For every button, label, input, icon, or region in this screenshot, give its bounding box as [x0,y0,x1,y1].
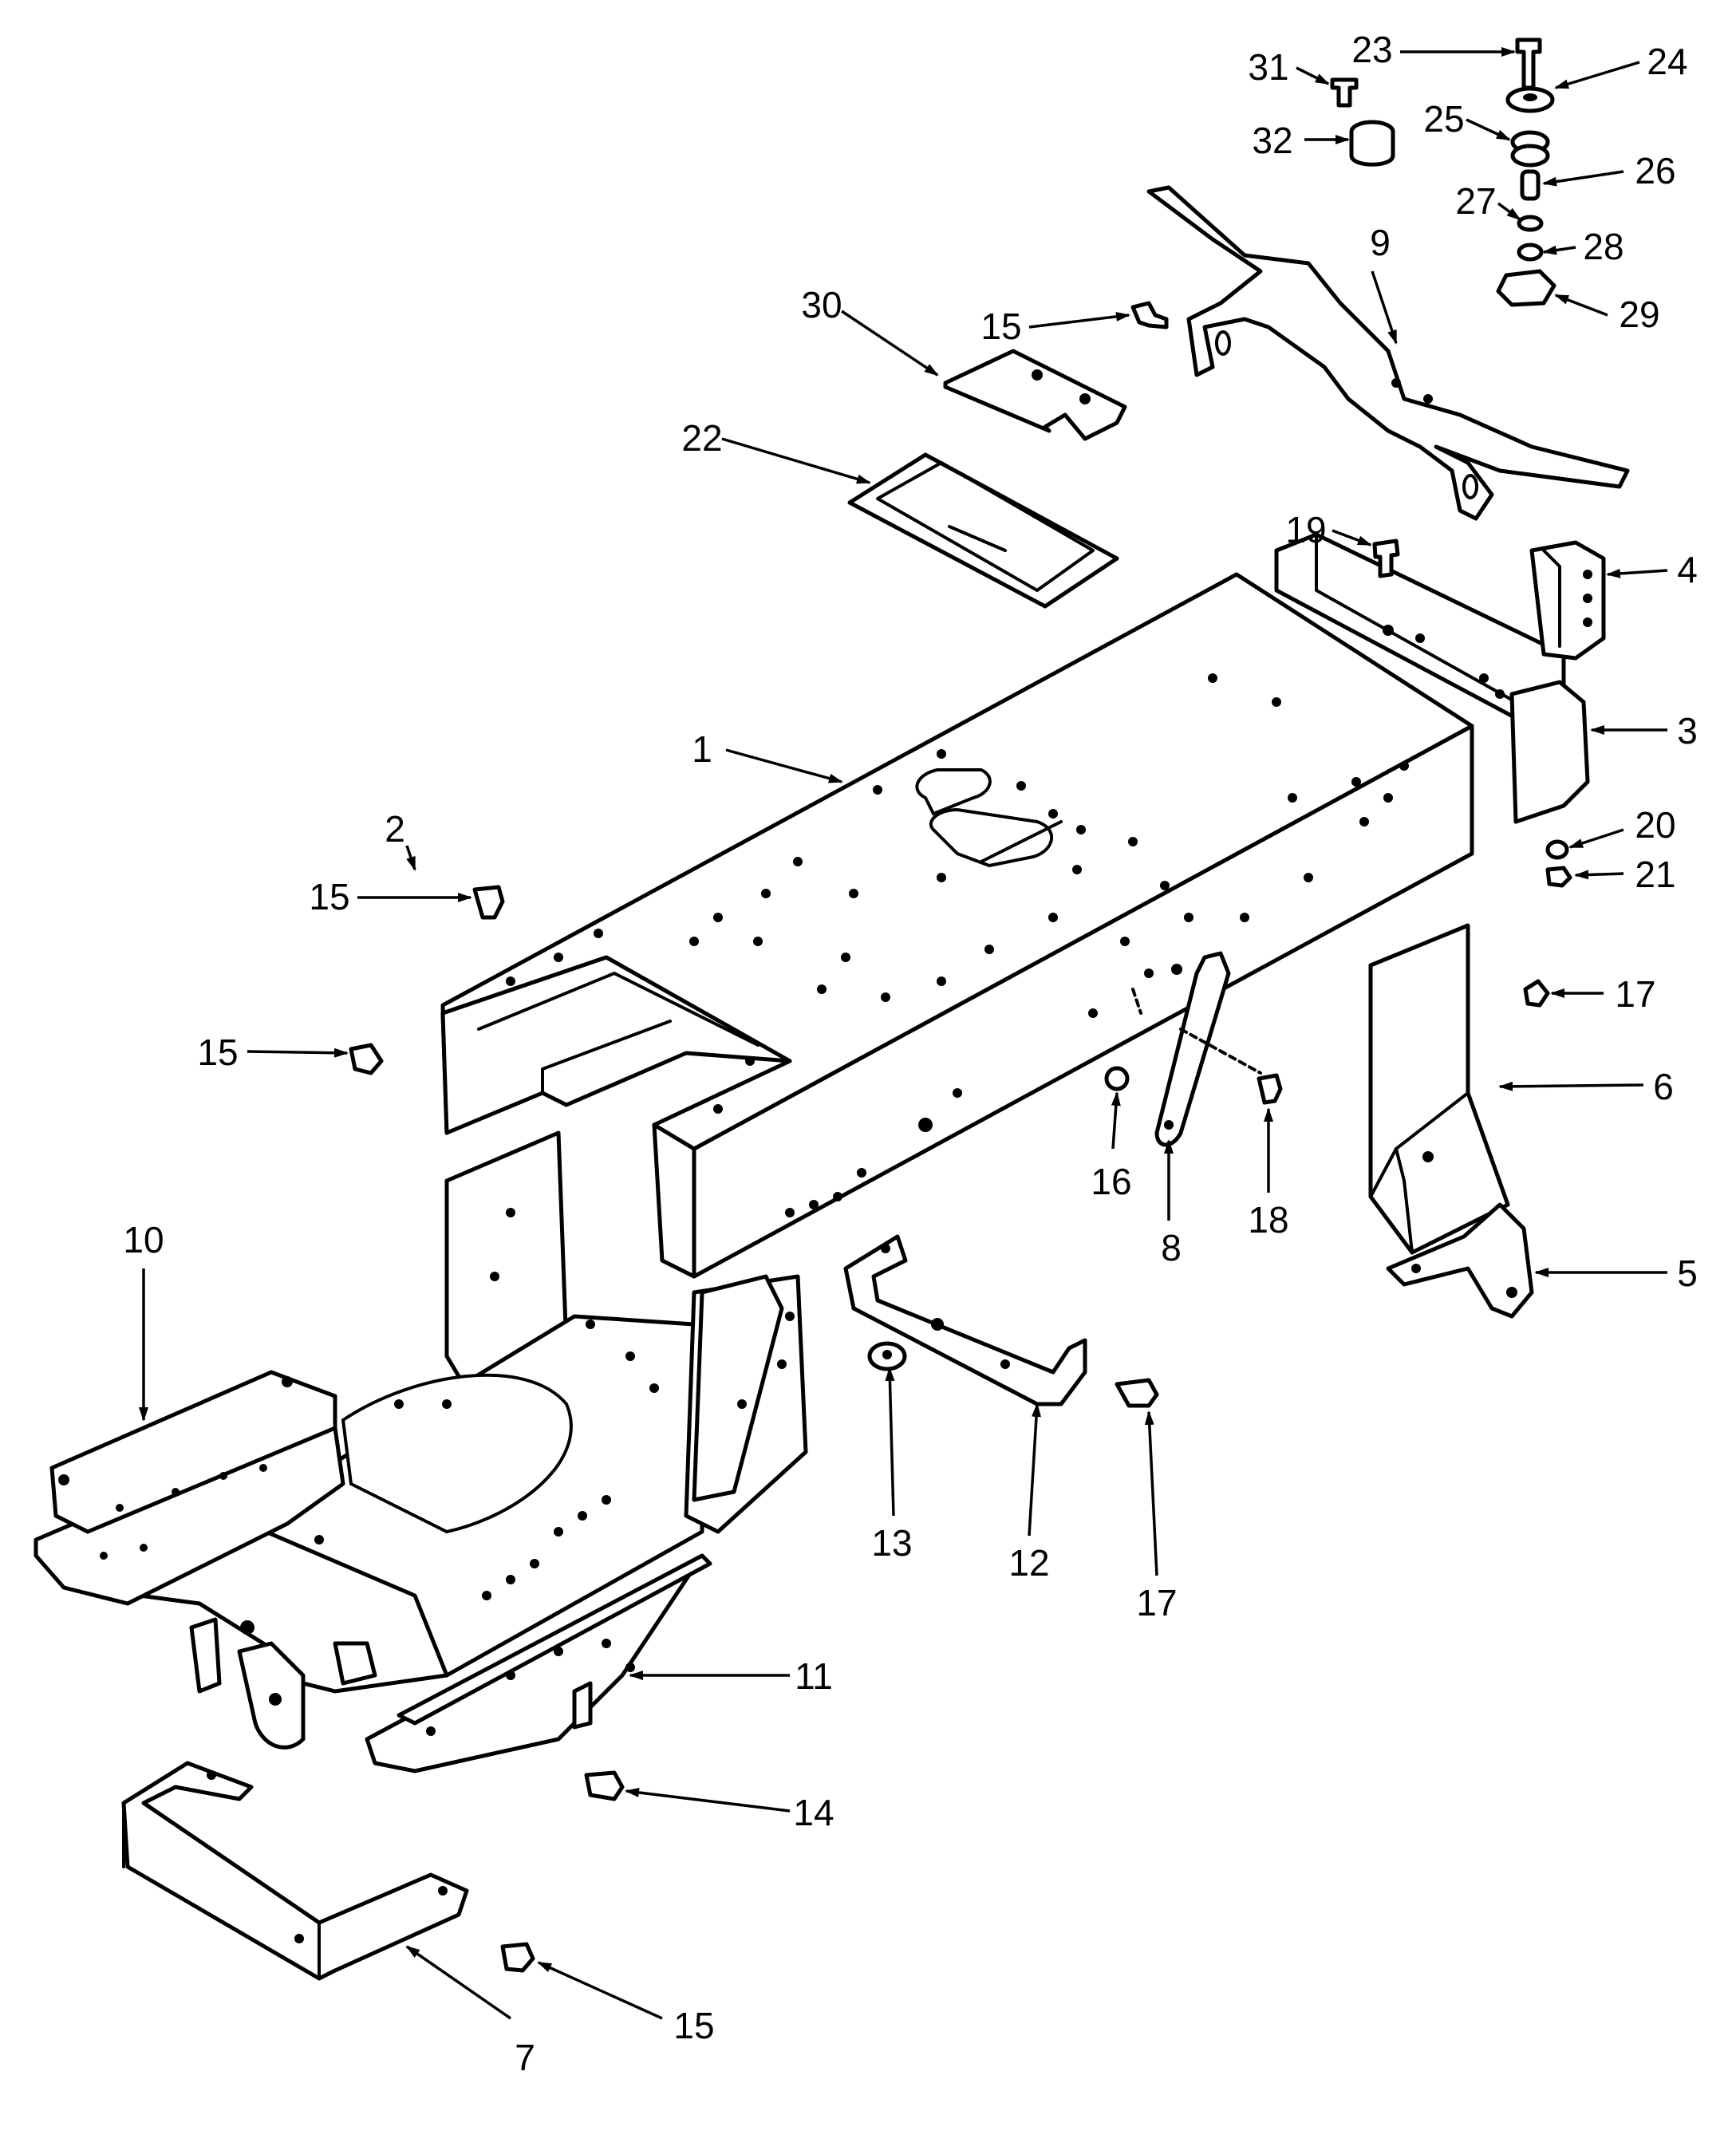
callout-9: 9 [1370,222,1391,263]
leader-lines [139,47,1668,2020]
callout-23: 23 [1351,29,1392,70]
callout-25: 25 [1423,98,1464,140]
callout-29: 29 [1619,294,1659,335]
axle-support [1146,185,1630,521]
callout-30: 30 [801,284,842,325]
callout-15-top: 15 [980,306,1021,347]
bracket-5 [1386,1202,1534,1319]
callout-15-left-upper: 15 [309,876,349,917]
hardware-stack [1130,37,1556,578]
callout-8: 8 [1161,1227,1182,1268]
callout-14: 14 [793,1792,834,1833]
callout-10: 10 [123,1219,164,1260]
callout-labels: 1 2 3 4 5 6 7 8 9 10 11 12 13 14 15 15 1… [123,29,1697,2078]
callout-16: 16 [1091,1161,1131,1202]
callout-11: 11 [795,1655,833,1697]
bracket-7 [121,1761,469,1981]
plate-22 [847,452,1119,609]
callout-18: 18 [1248,1199,1288,1241]
callout-7: 7 [515,2037,535,2078]
front-frame [137,1130,808,1750]
callout-5: 5 [1677,1253,1698,1294]
bracket-6 [1368,923,1510,1255]
callout-3: 3 [1677,710,1698,752]
callout-20: 20 [1635,804,1675,846]
callout-4: 4 [1677,549,1698,590]
callout-1: 1 [692,728,712,770]
callout-6: 6 [1653,1066,1674,1107]
bracket-10 [34,1370,345,1606]
plate-30 [943,349,1127,441]
callout-17-bottom: 17 [1136,1582,1177,1623]
callout-13: 13 [871,1522,912,1564]
callout-19: 19 [1285,509,1326,550]
callout-24: 24 [1647,41,1687,82]
bracket-12 [843,1234,1087,1406]
callout-17-right: 17 [1615,973,1655,1015]
callout-26: 26 [1635,150,1675,191]
rear-bracket [1529,540,1606,661]
callout-12: 12 [1008,1542,1049,1584]
callout-31: 31 [1248,46,1288,88]
callout-21: 21 [1635,854,1675,895]
callout-15-left-lower: 15 [197,1032,238,1073]
bracket-11 [365,1553,712,1773]
callout-28: 28 [1583,226,1624,267]
rear-crossmember [1274,532,1590,824]
callout-32: 32 [1252,120,1292,161]
main-frame [440,572,1474,1279]
callout-22: 22 [681,417,722,459]
callout-15-bottom: 15 [673,2005,714,2046]
callout-2: 2 [385,808,405,850]
callout-27: 27 [1455,180,1496,222]
